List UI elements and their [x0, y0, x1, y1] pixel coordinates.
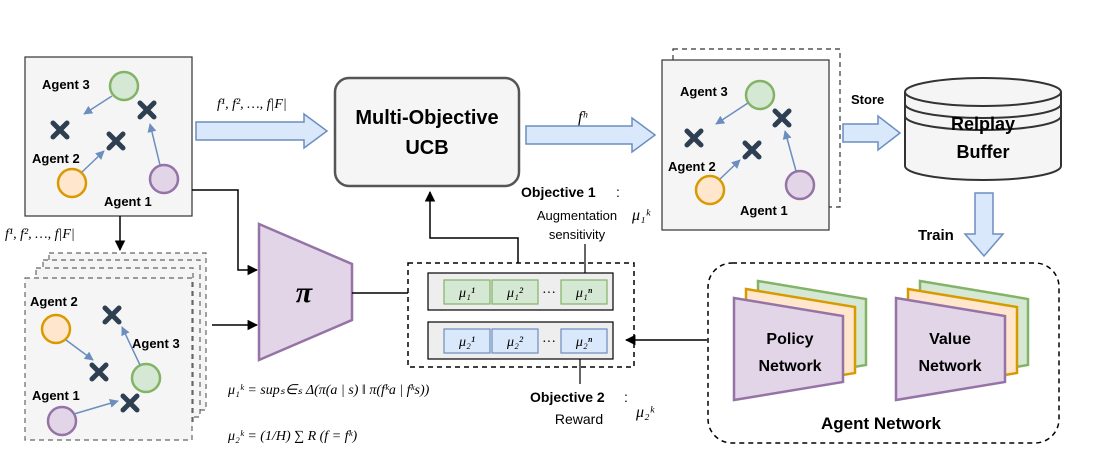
arrow-env-to-policy: [192, 189, 259, 276]
objective2-title: Objective 2: [530, 389, 605, 405]
mu1-1: μ₁¹: [458, 286, 475, 301]
policy-net-line1: Policy: [766, 331, 813, 348]
policy-pi-block: π: [257, 222, 354, 362]
agent3-label: Agent 3: [132, 336, 180, 351]
mu2-1: μ₂¹: [458, 335, 475, 350]
moucb-title-line1: Multi-Objective: [355, 107, 498, 129]
mu1-ellipsis: ···: [542, 286, 556, 301]
arrow-to-buffer: [842, 114, 902, 152]
mu2-cell: [560, 328, 608, 354]
value-net-layer: [894, 296, 1007, 402]
mu2-2: μ₂²: [506, 335, 524, 350]
agent1-label: Agent 1: [32, 388, 80, 403]
augment-set-label-left: f¹, f², …, f|F|: [5, 227, 75, 242]
agent2-label: Agent 2: [668, 159, 716, 174]
env-panel-augmented: Agent 3 Agent 2 Agent 1: [661, 48, 841, 231]
augment-set-label-top: f¹, f², …, f|F|: [217, 97, 287, 112]
agent1-circle: [46, 405, 78, 437]
moucb-title-line2: UCB: [405, 137, 448, 159]
store-label: Store: [851, 92, 884, 107]
mu2-ellipsis: ···: [542, 335, 556, 350]
value-net-line1: Value: [929, 331, 971, 348]
agent2-circle: [40, 313, 72, 345]
train-label: Train: [918, 227, 954, 244]
mu1-n: μ₁ⁿ: [575, 286, 593, 301]
replay-buffer-icon: Relplay Buffer: [904, 77, 1062, 181]
agent-network-title: Agent Network: [821, 414, 942, 433]
mu-matrix: μ₁¹ μ₁² ··· μ₁ⁿ μ₂¹ μ₂² ··· μ₂ⁿ: [407, 262, 635, 368]
agent3-circle: [130, 362, 162, 394]
agent1-arrow: [73, 398, 119, 415]
agent1-label: Agent 1: [740, 203, 788, 218]
agent3-arrow: [83, 95, 113, 115]
buffer-title-line2: Buffer: [957, 142, 1010, 162]
arrow-to-agent-network: [963, 192, 1005, 258]
agent3-circle: [108, 70, 140, 102]
objective1-desc-line1: Augmentation: [537, 208, 617, 223]
moucb-box: Multi-Objective UCB: [333, 76, 521, 188]
agent1-circle: [784, 169, 816, 201]
agent3-circle: [744, 79, 776, 111]
agent-network-group: Policy Network Value Network Agent Netwo…: [707, 262, 1060, 444]
mu1-cell: [491, 279, 539, 305]
agent2-arrow: [81, 150, 105, 173]
objective2-symbol: μ₂ᵏ: [635, 404, 656, 421]
objective2-desc: Reward: [555, 411, 603, 427]
agent1-arrow: [782, 130, 797, 172]
mu2-n: μ₂ⁿ: [575, 335, 593, 350]
agent2-arrow: [65, 339, 94, 361]
selected-augment-label: fʰ: [578, 109, 588, 126]
policy-net-layer: [732, 296, 845, 402]
agent2-label: Agent 2: [30, 294, 78, 309]
mu1-cell: [560, 279, 608, 305]
agent1-arrow: [147, 123, 161, 166]
objective1-colon: :: [616, 184, 620, 200]
value-net-line2: Network: [918, 358, 981, 375]
objective1-title: Objective 1: [521, 184, 596, 200]
agent1-label: Agent 1: [104, 194, 152, 209]
objective2-colon: :: [624, 389, 628, 405]
agent3-label: Agent 3: [680, 84, 728, 99]
mu1-2: μ₁²: [506, 286, 524, 301]
arrow-to-augmented-env: [525, 116, 657, 154]
mu1-cell: [443, 279, 491, 305]
env-panel-main: Agent 3 Agent 2 Agent 1: [24, 56, 193, 217]
agent2-label: Agent 2: [32, 151, 80, 166]
agent3-arrow: [715, 102, 749, 125]
agent2-arrow: [719, 159, 741, 180]
env-stack-augmented: Agent 2 Agent 3 Agent 1: [24, 252, 207, 441]
agent1-circle: [148, 163, 180, 195]
agent2-circle: [56, 167, 88, 199]
agent2-circle: [694, 174, 726, 206]
agent3-label: Agent 3: [42, 77, 90, 92]
formula-mu1: μ₁ᵏ = supₛ∈ₛ Δ(π(a | s) ‖ π(fᵏa | fᵏs)): [227, 383, 430, 398]
buffer-title-line1: Relplay: [951, 114, 1015, 134]
arrow-mu-to-moucb: [424, 190, 519, 263]
mu2-cell: [443, 328, 491, 354]
objective1-symbol: μ₁ᵏ: [631, 207, 652, 224]
objective1-desc-line2: sensitivity: [549, 227, 606, 242]
policy-net-line2: Network: [758, 358, 821, 375]
arrow-to-moucb: [195, 112, 329, 150]
agent3-arrow: [121, 326, 141, 366]
policy-symbol: π: [296, 276, 313, 309]
formula-mu2: μ₂ᵏ = (1/H) ∑ R (f = fᵏ): [227, 429, 357, 444]
mu2-cell: [491, 328, 539, 354]
